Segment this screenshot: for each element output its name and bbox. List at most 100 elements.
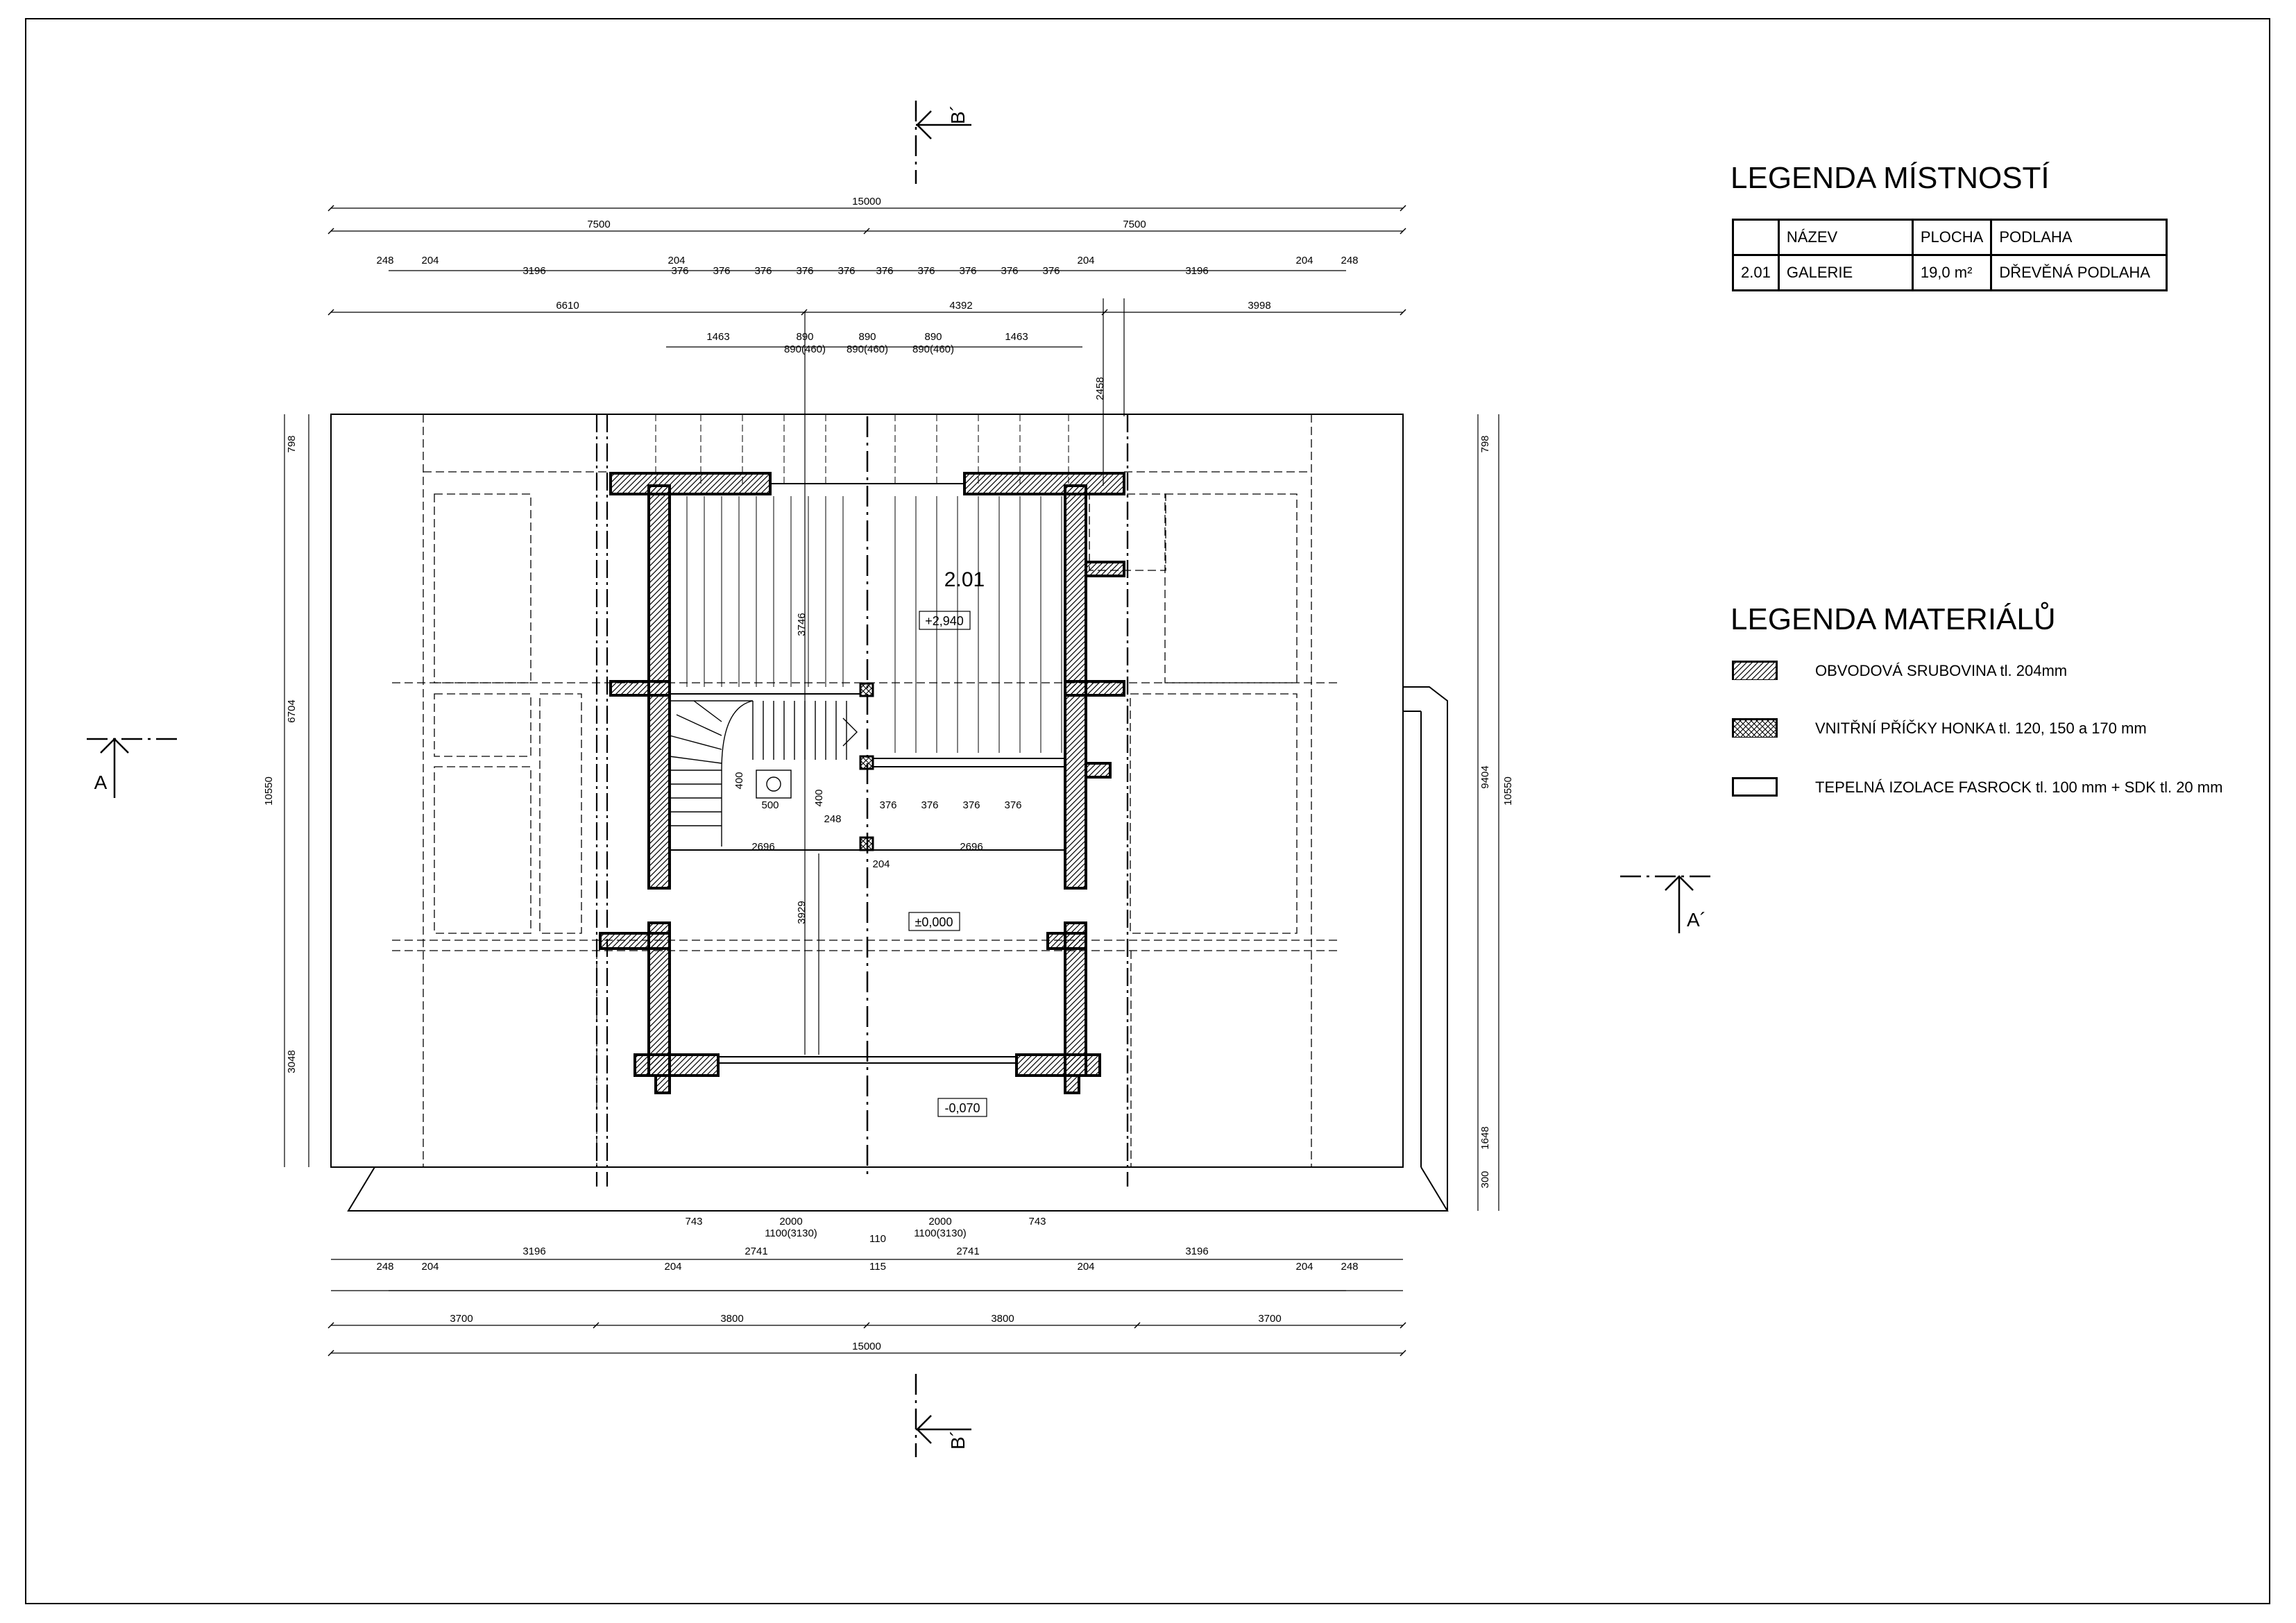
dim-798-right: 798 xyxy=(1479,435,1491,452)
dim-376-f: 376 xyxy=(876,265,893,277)
dim-3196-left: 3196 xyxy=(522,265,545,277)
section-labels: A A´ B´ B´ xyxy=(94,105,1706,1450)
header-floor: PODLAHA xyxy=(1990,219,2168,256)
dim-6610: 6610 xyxy=(556,300,579,312)
dim-3700-left: 3700 xyxy=(450,1313,473,1325)
section-a-label: A xyxy=(94,772,108,793)
dim-1100-right: 1100(3130) xyxy=(914,1227,967,1239)
drawing-frame xyxy=(25,18,2270,1604)
dim-500: 500 xyxy=(761,799,779,811)
room-number: 2.01 xyxy=(944,568,985,591)
dim-2458: 2458 xyxy=(1094,377,1106,400)
log-wall-swatch xyxy=(1732,661,1778,680)
insulation-swatch xyxy=(1732,777,1778,797)
dim-890-c: 890 xyxy=(924,331,942,343)
dim-743-left: 743 xyxy=(685,1216,702,1227)
dim-half-left: 7500 xyxy=(587,219,610,230)
dim-2696-right: 2696 xyxy=(960,841,983,853)
level-upper: +2,940 xyxy=(925,614,964,628)
legend-item-label: OBVODOVÁ SRUBOVINA tl. 204mm xyxy=(1815,662,2068,679)
rafters xyxy=(655,414,1069,486)
dim-half-right: 7500 xyxy=(1123,219,1146,230)
section-b-prime-bottom-label: B´ xyxy=(947,1430,969,1450)
legend-item-label: VNITŘNÍ PŘÍČKY HONKA tl. 120, 150 a 170 … xyxy=(1815,720,2147,737)
dim-890-460-a: 890(460) xyxy=(784,343,826,355)
dim-204-bm2: 204 xyxy=(1077,1261,1094,1273)
dim-3700-right: 3700 xyxy=(1258,1313,1281,1325)
roof-battens xyxy=(669,496,1062,753)
dim-376-m1: 376 xyxy=(879,799,896,811)
dim-248-bl: 248 xyxy=(376,1261,393,1273)
dim-798-left: 798 xyxy=(286,435,298,452)
dim-204-left: 204 xyxy=(421,255,439,266)
dim-3048: 3048 xyxy=(286,1050,298,1073)
dim-2000-left: 2000 xyxy=(779,1216,802,1227)
dim-3929: 3929 xyxy=(796,901,808,924)
legend-rooms-title: LEGENDA MÍSTNOSTÍ xyxy=(1730,161,2050,195)
dim-376-m4: 376 xyxy=(1004,799,1021,811)
dim-376-m3: 376 xyxy=(962,799,980,811)
section-lines xyxy=(87,101,1710,1457)
dim-376-a: 376 xyxy=(671,265,688,277)
dim-3196-bl: 3196 xyxy=(522,1246,545,1257)
dim-376-m2: 376 xyxy=(921,799,938,811)
dim-3800-left: 3800 xyxy=(720,1313,743,1325)
dim-3746: 3746 xyxy=(796,613,808,636)
dimension-ticks xyxy=(328,205,1406,1357)
header-name: NÁZEV xyxy=(1777,219,1914,256)
dim-248-left: 248 xyxy=(376,255,393,266)
dim-376-e: 376 xyxy=(837,265,855,277)
partition-swatch xyxy=(1732,718,1778,738)
level-terrace: -0,070 xyxy=(944,1101,980,1115)
dim-2000-right: 2000 xyxy=(928,1216,951,1227)
dim-3998: 3998 xyxy=(1248,300,1270,312)
hidden-lines-ground-floor xyxy=(392,414,1339,1167)
section-a-prime-label: A´ xyxy=(1687,909,1706,931)
dim-376-d: 376 xyxy=(796,265,813,277)
dim-890-460-b: 890(460) xyxy=(847,343,888,355)
dim-376-c: 376 xyxy=(754,265,772,277)
dim-376-h: 376 xyxy=(959,265,976,277)
dim-1100-left: 1100(3130) xyxy=(765,1227,817,1239)
room-labels: 2.01 +2,940 ±0,000 -0,070 xyxy=(908,568,987,1117)
outer-roof-outline xyxy=(330,414,1449,1212)
dimension-lines xyxy=(284,207,1499,1354)
dim-3196-br: 3196 xyxy=(1185,1246,1208,1257)
dim-204-bl: 204 xyxy=(421,1261,439,1273)
table-row: 2.01 GALERIE 19,0 m² DŘEVĚNÁ PODLAHA xyxy=(1732,254,2168,291)
dim-376-i: 376 xyxy=(1001,265,1018,277)
dim-total-bottom: 15000 xyxy=(852,1341,881,1352)
dim-2741-right: 2741 xyxy=(956,1246,979,1257)
room-number-cell: 2.01 xyxy=(1732,254,1780,291)
dim-204-a: 204 xyxy=(667,255,685,266)
dim-204-bm1: 204 xyxy=(664,1261,681,1273)
dim-204-right: 204 xyxy=(1295,255,1313,266)
dim-376-b: 376 xyxy=(713,265,730,277)
dim-3800-right: 3800 xyxy=(991,1313,1014,1325)
header-number xyxy=(1732,219,1780,256)
dim-890-b: 890 xyxy=(858,331,876,343)
table-header-row: NÁZEV PLOCHA PODLAHA xyxy=(1732,219,2168,256)
dim-3196-right: 3196 xyxy=(1185,265,1208,277)
dim-2741-left: 2741 xyxy=(745,1246,767,1257)
dim-400-a: 400 xyxy=(733,772,745,789)
attic-outline xyxy=(595,414,1129,1187)
section-b-prime-top-label: B´ xyxy=(947,105,969,124)
dim-4392: 4392 xyxy=(949,300,972,312)
dim-248-right: 248 xyxy=(1341,255,1358,266)
dim-376-g: 376 xyxy=(917,265,935,277)
dim-10550-right: 10550 xyxy=(1502,776,1514,806)
dim-6704: 6704 xyxy=(286,699,298,722)
dim-204-mid: 204 xyxy=(872,858,890,870)
header-area: PLOCHA xyxy=(1911,219,1993,256)
dim-110: 110 xyxy=(869,1233,886,1245)
dim-2696-left: 2696 xyxy=(751,841,774,853)
dim-1463-left: 1463 xyxy=(706,331,729,343)
dim-890-a: 890 xyxy=(796,331,813,343)
dim-376-j: 376 xyxy=(1042,265,1060,277)
dim-890-460-c: 890(460) xyxy=(912,343,954,355)
dim-10550-left: 10550 xyxy=(263,776,275,806)
dim-204-b: 204 xyxy=(1077,255,1094,266)
